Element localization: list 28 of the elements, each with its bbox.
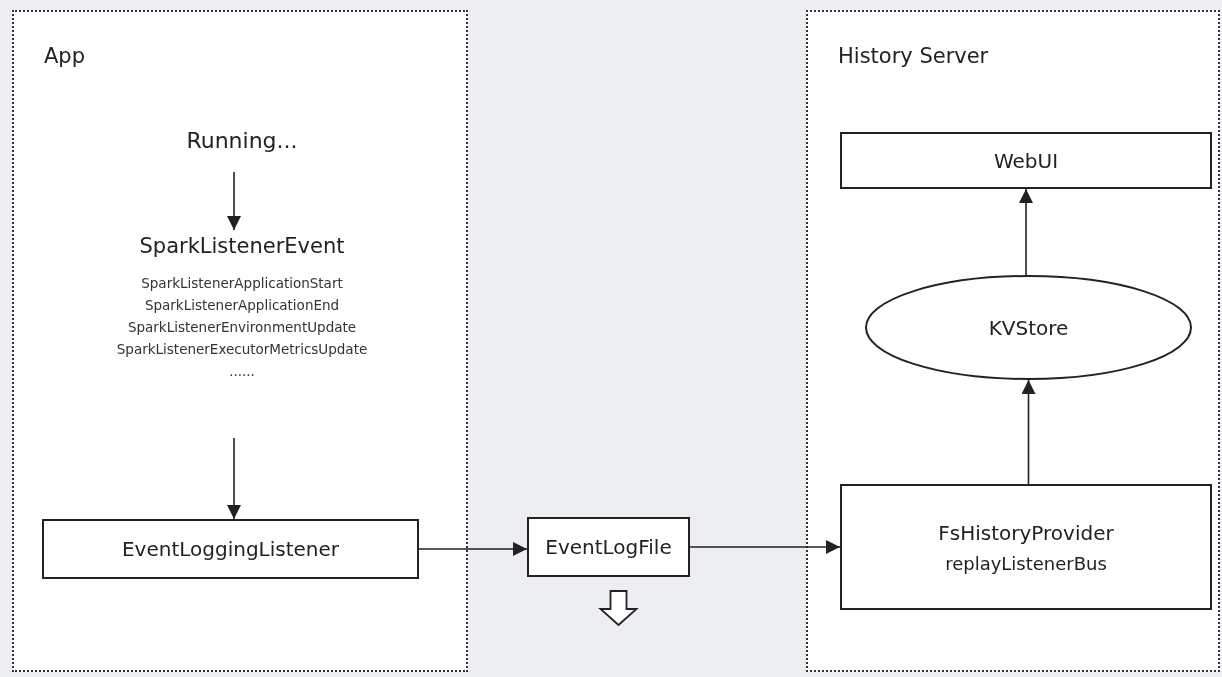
box-label: EventLogFile xyxy=(545,535,672,559)
event-name: SparkListenerEnvironmentUpdate xyxy=(126,319,358,335)
arrow xyxy=(689,540,841,554)
event-name: SparkListenerExecutorMetricsUpdate xyxy=(115,341,369,357)
dashed-group-panel xyxy=(806,10,1220,672)
arrow xyxy=(418,542,528,556)
process-box xyxy=(42,519,419,579)
arrow xyxy=(227,171,241,231)
arrow xyxy=(1019,188,1033,276)
box-sublabel: replayListenerBus xyxy=(945,552,1107,574)
process-box xyxy=(840,132,1212,189)
event-heading: SparkListenerEvent xyxy=(138,234,346,258)
process-box xyxy=(527,517,690,577)
arrow xyxy=(1021,379,1036,485)
dashed-group-panel xyxy=(12,10,468,672)
status-text: Running... xyxy=(185,128,299,153)
event-name: SparkListenerApplicationStart xyxy=(140,275,344,291)
box-label: EventLoggingListener xyxy=(121,537,340,561)
box-label: KVStore xyxy=(988,315,1069,340)
group-title: App xyxy=(44,44,86,68)
event-name: ...... xyxy=(228,363,256,379)
event-name: SparkListenerApplicationEnd xyxy=(143,297,341,313)
box-label: FsHistoryProvider xyxy=(938,520,1114,545)
hollow-arrow xyxy=(598,590,639,627)
box-label: WebUI xyxy=(993,148,1059,173)
group-title: History Server xyxy=(838,44,989,68)
process-box xyxy=(840,484,1212,610)
arrow xyxy=(227,437,241,520)
